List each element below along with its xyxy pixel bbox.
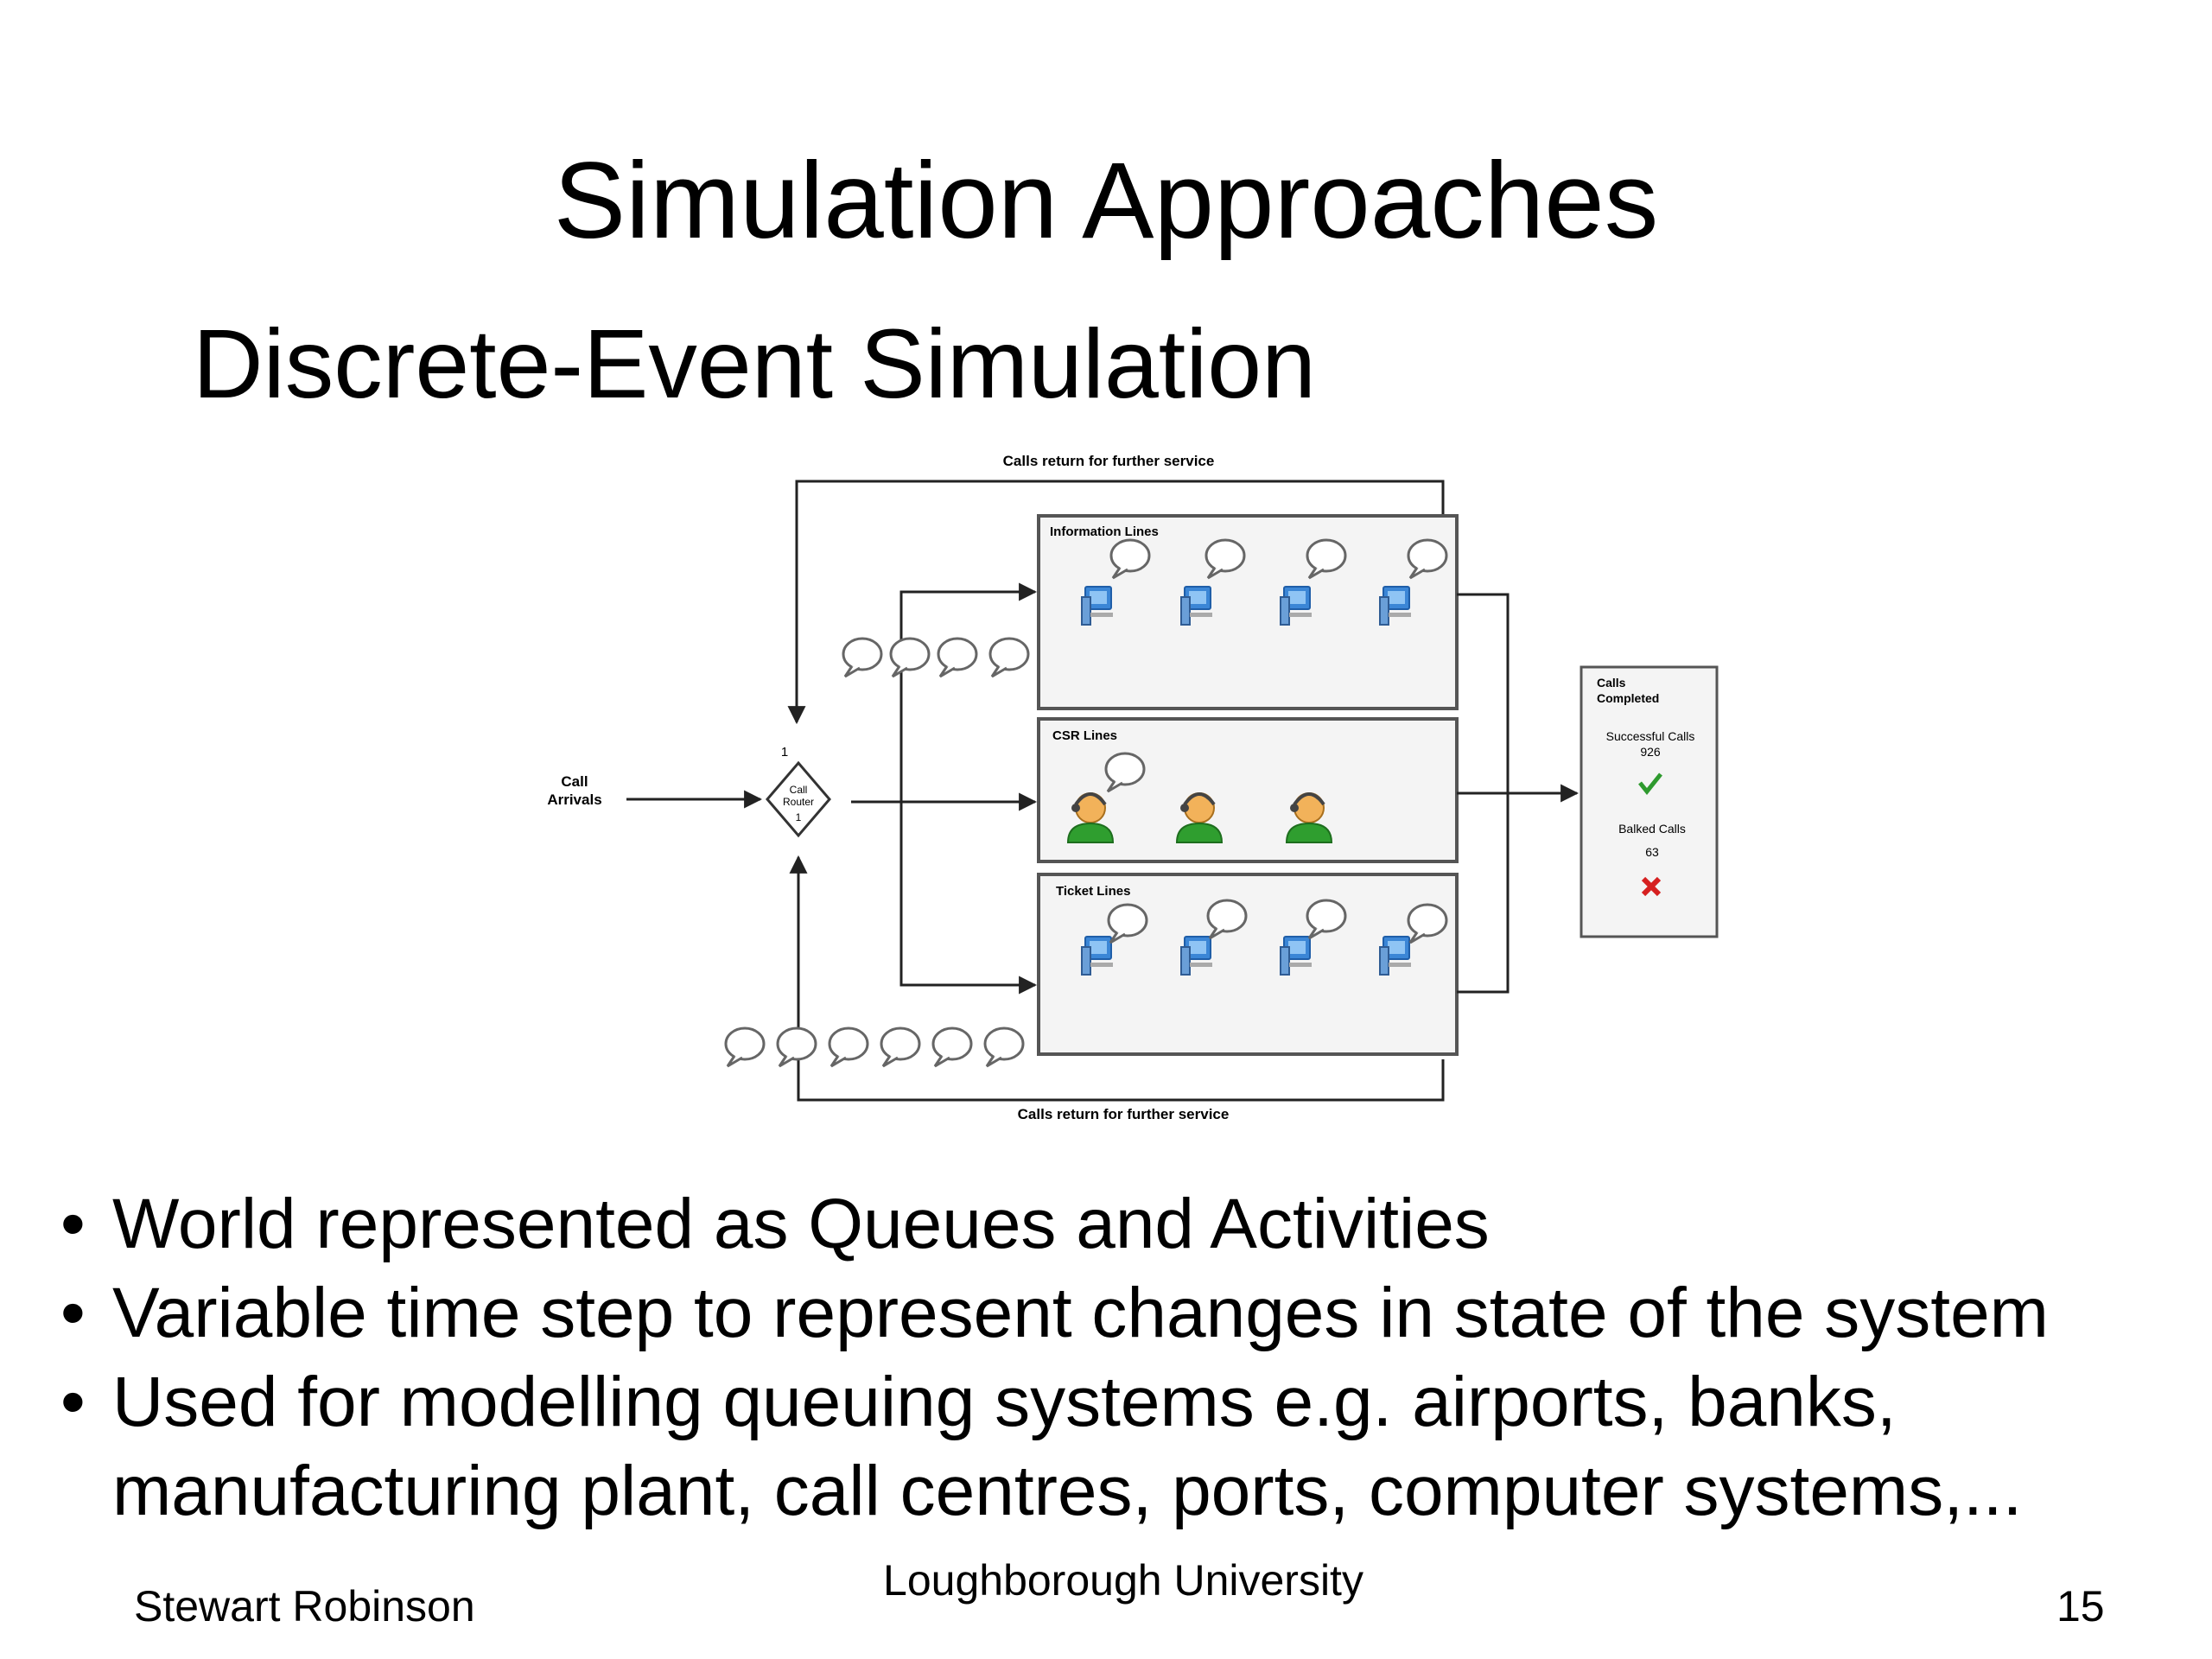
successful-calls-value: 926	[1640, 745, 1661, 759]
completed-title-2: Completed	[1597, 691, 1659, 705]
router-out-count: 1	[796, 811, 802, 823]
slide-title: Simulation Approaches	[553, 141, 1659, 261]
bullet-item: •Variable time step to represent changes…	[60, 1274, 2049, 1352]
info-lines-label: Information Lines	[1050, 524, 1159, 539]
call-centre-diagram: Calls return for further service Calls r…	[547, 453, 1719, 1122]
ticket-queue	[724, 1027, 1025, 1068]
balked-calls-label: Balked Calls	[1618, 822, 1686, 836]
successful-calls-label: Successful Calls	[1606, 729, 1695, 743]
top-loop-label: Calls return for further service	[1003, 453, 1215, 469]
router-label-2: Router	[783, 796, 814, 808]
completed-title: Calls	[1597, 676, 1626, 690]
info-queue	[842, 637, 1030, 678]
csr-lines-label: CSR Lines	[1052, 728, 1117, 743]
cross-icon	[1641, 876, 1662, 897]
calls-completed-panel	[1580, 665, 1719, 938]
arrivals-label: Call	[561, 773, 588, 790]
bottom-loop-line	[789, 855, 1445, 1102]
bullet-list: •World represented as Queues and Activit…	[60, 1179, 2186, 1535]
page-number: 15	[2056, 1582, 2105, 1630]
ticket-lines-label: Ticket Lines	[1056, 884, 1130, 899]
arrivals-label-2: Arrivals	[547, 791, 601, 808]
slide-subtitle: Discrete-Event Simulation	[193, 309, 1316, 418]
footer-institution: Loughborough University	[883, 1556, 1363, 1605]
router-in-count: 1	[781, 745, 788, 760]
router-diamond	[766, 760, 831, 838]
footer-author: Stewart Robinson	[134, 1582, 475, 1630]
check-icon	[1638, 772, 1662, 796]
bullet-item: •World represented as Queues and Activit…	[60, 1185, 1490, 1263]
top-loop-line	[787, 480, 1445, 725]
router-label: Call	[790, 784, 808, 796]
info-lines-panel	[1037, 514, 1459, 710]
bottom-loop-label: Calls return for further service	[1018, 1106, 1230, 1122]
balked-calls-value: 63	[1645, 845, 1659, 859]
bullet-item: •Used for modelling queuing systems e.g.…	[60, 1363, 1897, 1441]
bullet-continuation: manufacturing plant, call centres, ports…	[112, 1452, 2023, 1530]
